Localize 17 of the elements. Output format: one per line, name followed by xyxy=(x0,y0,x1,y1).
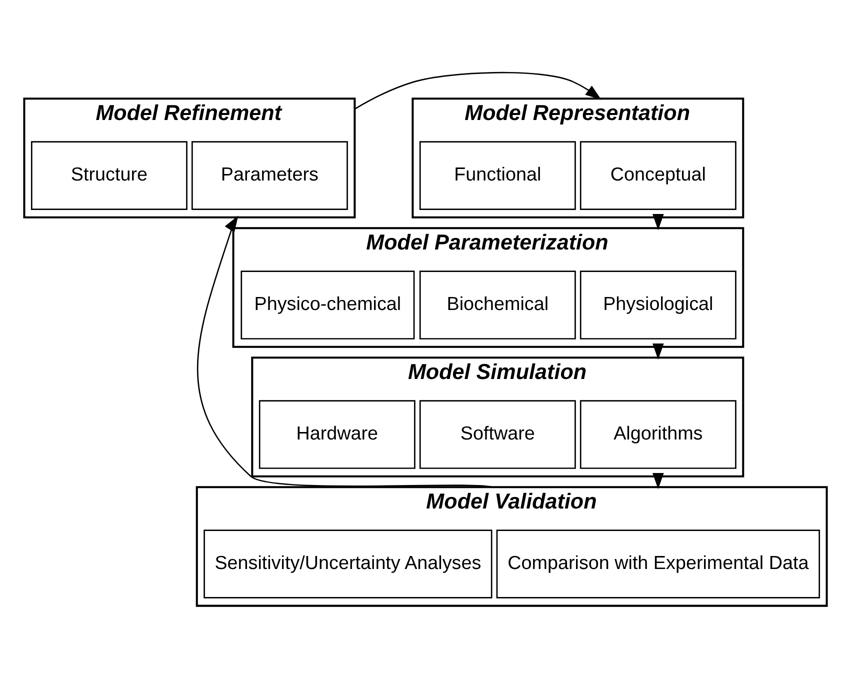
arrow xyxy=(354,72,602,110)
node-box: Parameters xyxy=(191,141,348,210)
arrow xyxy=(652,214,664,230)
node-box: Comparison with Experimental Data xyxy=(496,530,820,598)
node-box: Structure xyxy=(30,141,188,210)
node-box: Physico-chemical xyxy=(240,270,415,340)
arrow xyxy=(652,343,664,360)
node-box: Algorithms xyxy=(580,400,736,469)
arrow xyxy=(652,472,664,490)
node-box: Functional xyxy=(419,141,576,210)
node-box: Sensitivity/Uncertainty Analyses xyxy=(204,530,492,598)
node-box: Software xyxy=(419,400,576,469)
node-box: Physiological xyxy=(580,270,736,340)
node-box: Hardware xyxy=(258,400,416,469)
node-box: Conceptual xyxy=(580,141,736,210)
arrow xyxy=(197,216,492,488)
node-box: Biochemical xyxy=(419,270,576,340)
